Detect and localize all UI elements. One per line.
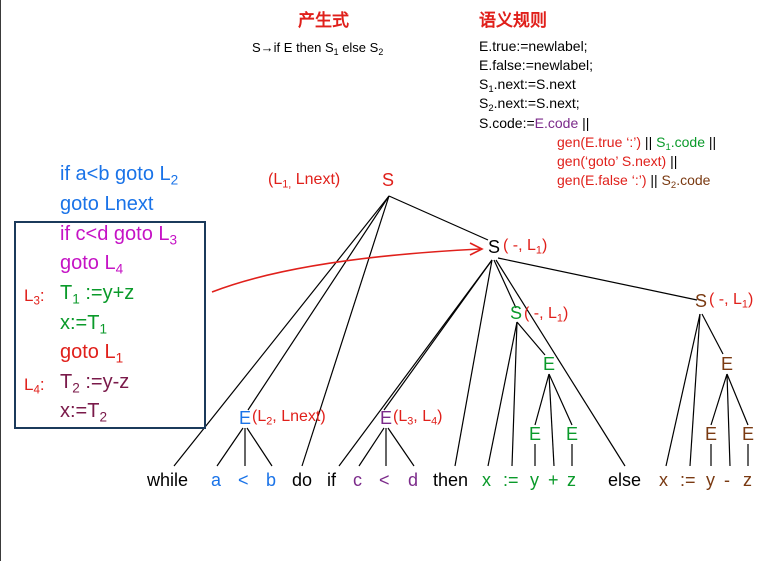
tree-node-e1: E [239,408,252,428]
edge-root-while [173,195,390,467]
code-line-6: x:=T1 [60,312,108,337]
leaf-else: else [608,470,642,490]
leaf-y-2: y [706,470,715,490]
edge-s2-x [487,321,518,467]
leaf-minus: - [724,470,730,490]
code-label-l4: L4: [24,375,45,397]
semantic-rule-1: E.true:=newlabel; [479,38,588,54]
leaf-a: a [211,470,222,490]
leaf-z-1: z [567,470,576,490]
edge-s3-e [701,313,724,355]
tree-node-e-green-right: E [566,424,579,444]
code-line-8: T2 :=y-z [60,371,130,396]
edge-s2-assign [511,321,518,467]
edge-e2-c [358,427,385,467]
semantic-rule-6: gen(E.true ‘:’) || S1.code || [557,134,717,154]
leaf-z-2: z [743,470,752,490]
leaf-y-1: y [530,470,539,490]
edge-eb-minus [726,373,731,467]
semantic-rule-2: E.false:=newlabel; [479,57,594,73]
tree-node-e2: E [380,408,393,428]
edge-s1-s3 [497,257,698,301]
edge-s3-assign [689,313,701,467]
leaf-d: d [408,470,419,490]
e1-attribute-label: (L2, Lnext) [252,408,326,428]
code-box [14,221,206,429]
tree-node-e-green-left: E [529,424,542,444]
edge-s1-if [338,259,493,467]
tree-node-s3: S [695,291,708,311]
production-rule: S→if E then S1 else S2 [252,40,384,57]
leaf-x-2: x [659,470,668,490]
edge-eb-l [710,373,728,426]
leaf-c: c [353,470,362,490]
leaf-do: do [292,470,313,490]
red-arrow-head [469,242,484,256]
leaf-plus: + [548,470,559,490]
semantic-rule-8: gen(E.false ‘:’) || S2.code [557,172,711,192]
code-label-l3: L3: [24,286,45,308]
edge-s1-then [454,259,493,467]
code-line-1: if a<b goto L2 [60,163,179,188]
production-title: 产生式 [298,11,349,30]
leaf-then: then [433,470,469,490]
tree-node-e-brown-left: E [705,424,718,444]
semantic-rule-4: S2.next:=S.next; [479,95,580,115]
edge-e1-a [216,427,244,467]
edge-s1-s2 [493,259,517,309]
edge-eg-l [534,373,550,426]
tree-node-e-brown: E [721,354,734,374]
semantic-rule-5: S.code:=E.code || [479,115,590,131]
edge-s1-else [495,259,626,467]
leaf-x-1: x [482,470,491,490]
semantic-rule-7: gen(‘goto’ S.next) || [557,153,678,169]
code-line-7: goto L1 [60,341,124,366]
s3-attribute-label: ( -, L1) [709,291,754,311]
edge-root-e1 [247,195,390,411]
edge-eb-r [726,373,749,426]
leaf-if: if [327,470,336,490]
edge-e1-b [246,427,273,467]
leaf-b: b [266,470,277,490]
red-arrow-curve [211,248,481,293]
e2-attribute-label: (L3, L4) [393,408,443,428]
s1-attribute-label: ( -, L1) [503,237,548,257]
edge-eg-plus [548,373,555,467]
edge-e2-d [387,427,415,467]
s2-attribute-label: ( -, L1) [524,305,569,325]
code-line-9: x:=T2 [60,400,108,425]
tree-node-s2: S [510,303,523,323]
leaf-assign-1: := [503,470,519,490]
edge-s2-e [516,321,546,356]
leaf-lt-2: < [379,470,390,490]
edge-s3-x [665,313,701,467]
leaf-lt-1: < [238,470,249,490]
edge-eg-r [548,373,573,426]
leaf-while: while [147,470,189,490]
tree-node-e-green: E [543,354,556,374]
slide-left-border [0,0,1,561]
tree-node-root-s: S [382,170,395,190]
leaf-assign-2: := [680,470,696,490]
code-line-5: T1 :=y+z [60,282,135,307]
tree-node-e-brown-right: E [742,424,755,444]
code-line-2: goto Lnext [60,193,154,215]
edge-s1-e2 [383,259,493,411]
edge-root-s1 [388,195,489,241]
semantic-rules-title: 语义规则 [479,11,547,30]
code-line-4: goto L4 [60,252,124,277]
code-line-3: if c<d goto L3 [60,223,178,248]
tree-node-s1: S [488,237,501,257]
edge-root-do [301,195,390,467]
root-attribute-label: (L1, Lnext) [268,171,341,191]
semantic-rule-3: S1.next:=S.next [479,76,576,96]
